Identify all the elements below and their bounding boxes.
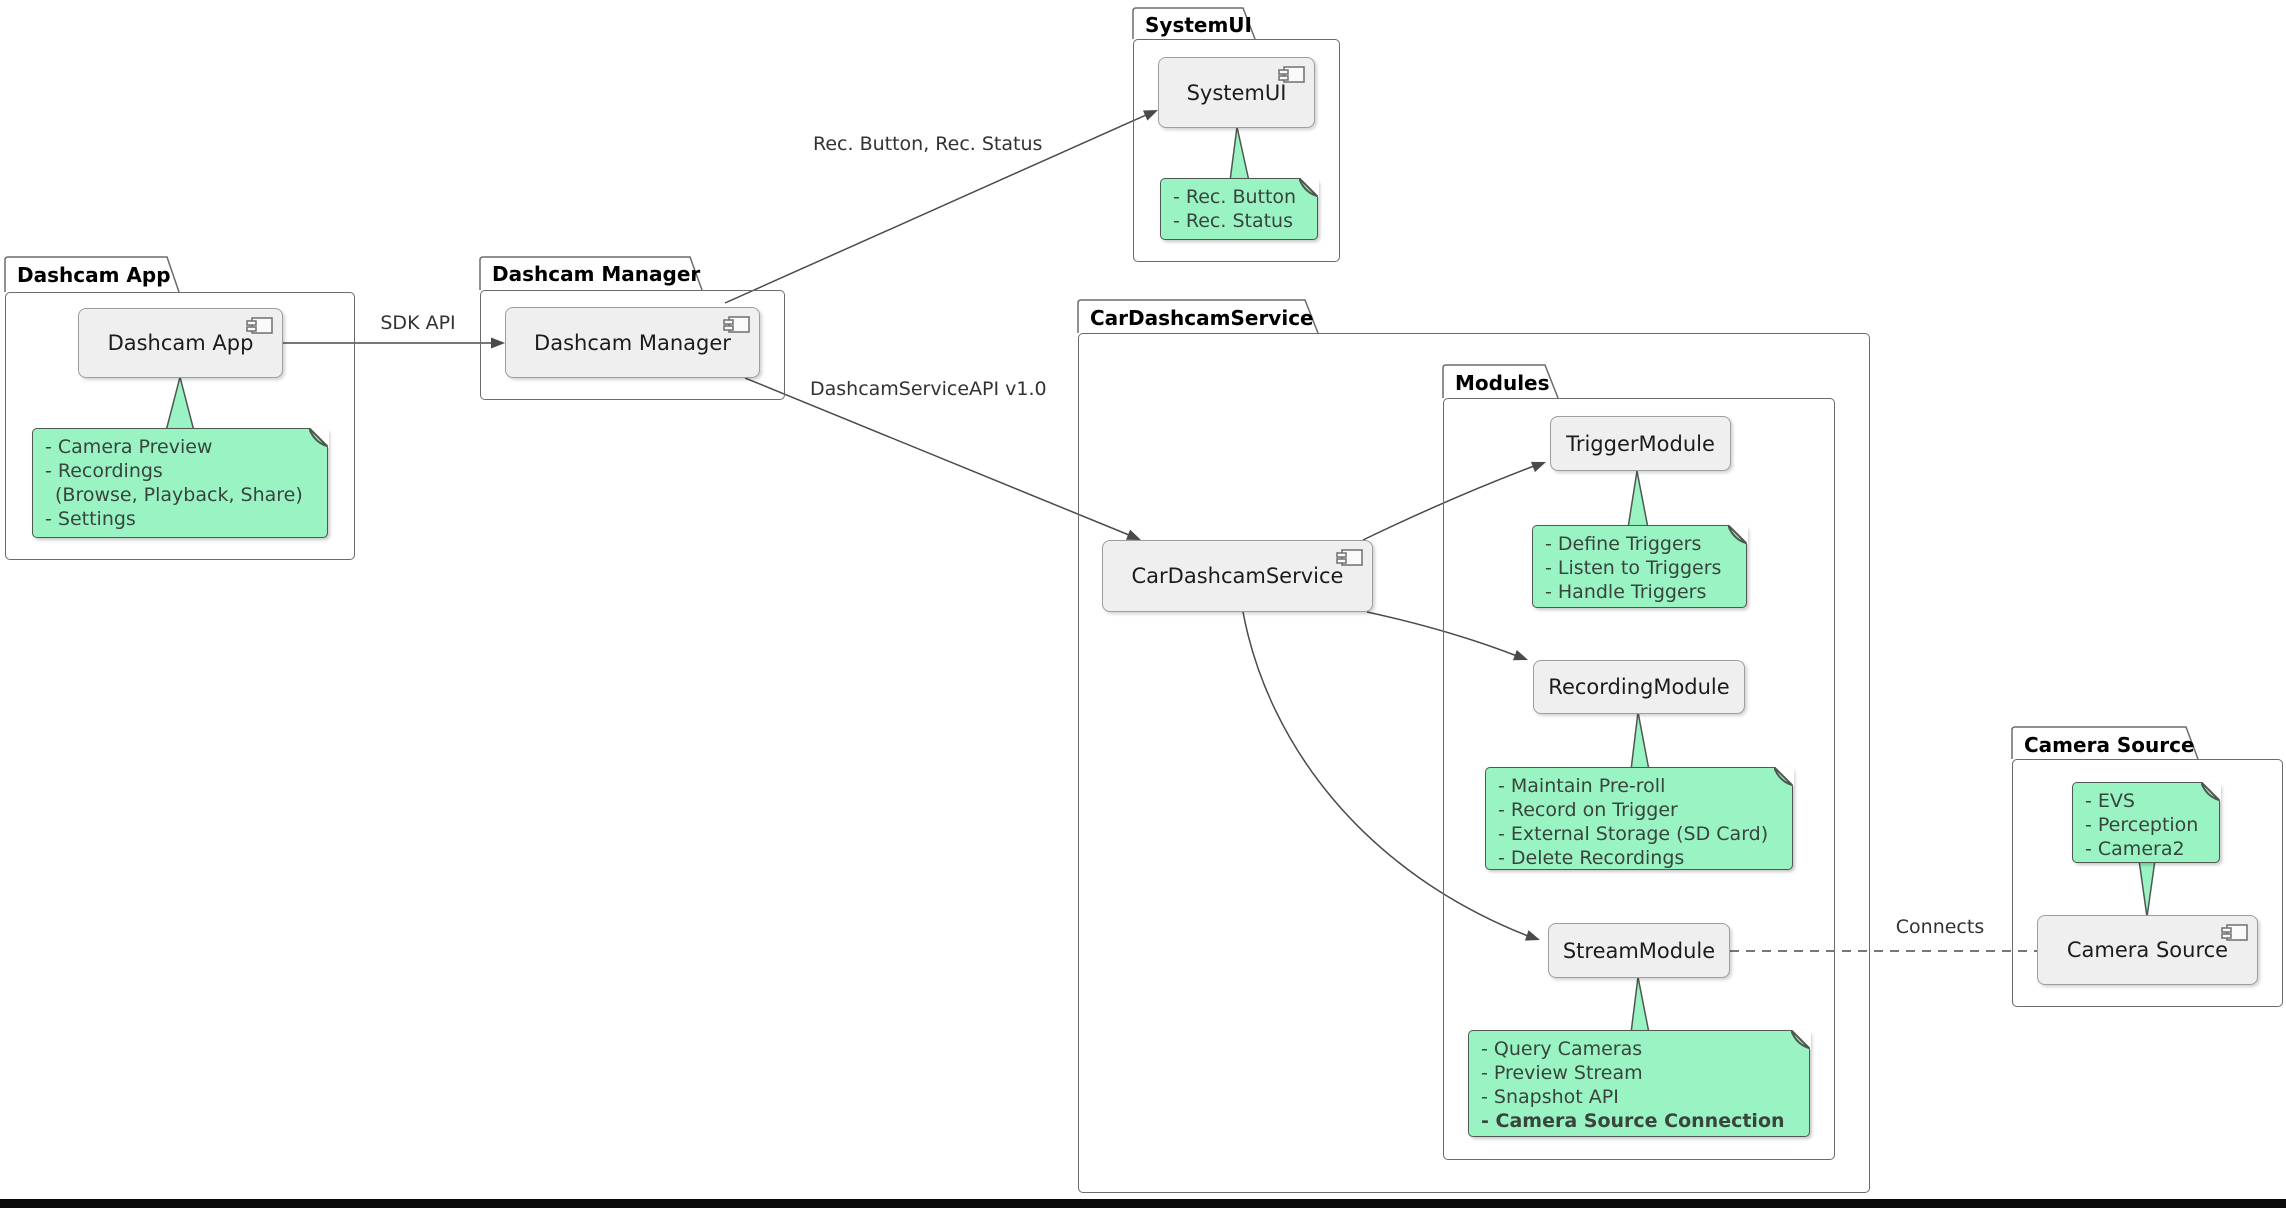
note-line: - Rec. Status — [1173, 210, 1294, 232]
component-label: StreamModule — [1562, 938, 1716, 963]
component-systemui: SystemUI — [1158, 57, 1315, 128]
package-dashcam-manager — [480, 290, 785, 400]
note-line: - Recordings — [45, 460, 163, 482]
package-systemui — [1133, 39, 1340, 262]
edge-label-sdk-api: SDK API — [380, 312, 456, 334]
component-label: RecordingModule — [1548, 675, 1730, 699]
note-recording-module: - Maintain Pre-roll - Record on Trigger … — [1485, 766, 1794, 870]
note-line: - Maintain Pre-roll — [1498, 775, 1666, 797]
note-line: - Handle Triggers — [1545, 581, 1707, 603]
note-line: - Listen to Triggers — [1545, 557, 1722, 579]
component-label: SystemUI — [1186, 80, 1287, 105]
package-modules — [1443, 398, 1835, 1160]
edge-label-dashcam-service-api: DashcamServiceAPI v1.0 — [810, 378, 1047, 400]
note-line: - Settings — [45, 508, 136, 530]
package-title-modules: Modules — [1455, 371, 1550, 395]
component-icon — [1278, 66, 1305, 83]
note-line: - Preview Stream — [1481, 1062, 1643, 1084]
note-trigger-module: - Define Triggers - Listen to Triggers -… — [1532, 524, 1748, 608]
note-fold-icon — [1727, 524, 1748, 545]
component-camera-source: Camera Source — [2037, 915, 2258, 985]
edge-manager-to-service — [744, 377, 1130, 536]
note-line: - External Storage (SD Card) — [1498, 823, 1769, 845]
note-line: - Snapshot API — [1481, 1086, 1619, 1108]
note-line: - Delete Recordings — [1498, 847, 1685, 869]
note-dashcam-app: - Camera Preview - Recordings (Browse, P… — [32, 427, 329, 538]
note-stream-module: - Query Cameras - Preview Stream - Snaps… — [1468, 1029, 1811, 1137]
edge-label-connects: Connects — [1895, 916, 1985, 938]
component-label: CarDashcamService — [1131, 564, 1344, 588]
component-icon — [723, 316, 750, 333]
package-title-camera-source: Camera Source — [2024, 733, 2195, 757]
note-fold-icon — [1773, 766, 1794, 787]
component-label: Dashcam Manager — [534, 330, 731, 355]
package-title-cardashcamservice: CarDashcamService — [1090, 306, 1314, 330]
component-trigger-module: TriggerModule — [1550, 416, 1731, 471]
component-cardashcamservice: CarDashcamService — [1102, 540, 1373, 612]
package-title-dashcam-manager: Dashcam Manager — [492, 262, 701, 286]
package-camera-source — [2012, 759, 2283, 1007]
note-line: - Camera2 — [2085, 838, 2185, 860]
component-label: Dashcam App — [107, 331, 254, 355]
note-line: - Record on Trigger — [1498, 799, 1678, 821]
note-line: - Camera Preview — [45, 436, 213, 458]
note-line: (Browse, Playback, Share) — [55, 484, 303, 506]
note-camera-source: - EVS - Perception - Camera2 — [2072, 781, 2221, 863]
note-fold-icon — [2200, 781, 2221, 802]
package-title-dashcam-app: Dashcam App — [17, 263, 171, 287]
package-dashcam-app — [5, 292, 355, 560]
component-icon — [246, 317, 273, 334]
component-icon — [2221, 924, 2248, 941]
component-icon — [1336, 549, 1363, 566]
note-line: - Rec. Button — [1173, 186, 1297, 208]
note-line: - Query Cameras — [1481, 1038, 1643, 1060]
bottom-black-bar — [0, 1199, 2286, 1208]
component-stream-module: StreamModule — [1548, 923, 1730, 978]
edge-label-rec-button-status: Rec. Button, Rec. Status — [813, 133, 1043, 155]
package-cardashcamservice — [1078, 333, 1870, 1193]
note-fold-icon — [1790, 1029, 1811, 1050]
component-label: TriggerModule — [1566, 431, 1715, 456]
package-title-systemui: SystemUI — [1145, 13, 1252, 37]
note-fold-icon — [308, 427, 329, 448]
note-line: - Define Triggers — [1545, 533, 1702, 555]
component-dashcam-manager: Dashcam Manager — [505, 307, 760, 378]
note-line: - EVS — [2085, 790, 2135, 812]
component-dashcam-app: Dashcam App — [78, 308, 283, 378]
note-fold-icon — [1298, 177, 1319, 198]
note-line: - Perception — [2085, 814, 2199, 836]
note-systemui: - Rec. Button - Rec. Status — [1160, 177, 1319, 240]
note-line-bold: - Camera Source Connection — [1481, 1110, 1785, 1132]
component-recording-module: RecordingModule — [1533, 660, 1745, 714]
component-label: Camera Source — [2066, 938, 2229, 962]
